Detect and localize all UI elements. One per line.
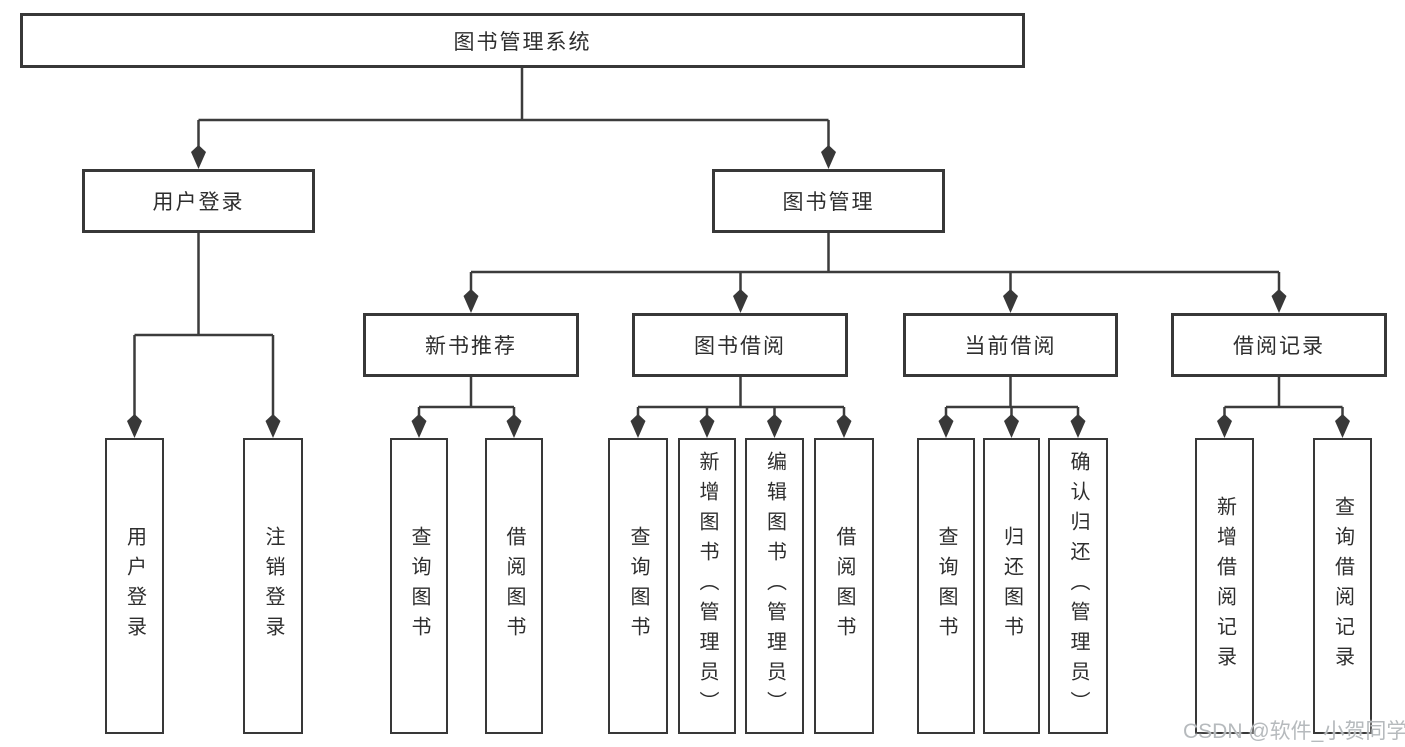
leaf-label: 查询图书 bbox=[935, 526, 957, 646]
leaf-query-borrow-record: 查询借阅记录 bbox=[1313, 438, 1372, 734]
leaf-label: 新增图书（管理员） bbox=[696, 451, 718, 721]
leaf-label: 确认归还（管理员） bbox=[1067, 451, 1089, 721]
leaf-query-books-current: 查询图书 bbox=[917, 438, 975, 734]
node-label: 用户登录 bbox=[152, 191, 245, 214]
node-label: 图书管理系统 bbox=[453, 30, 592, 54]
leaf-logout: 注销登录 bbox=[243, 438, 303, 734]
leaf-label: 用户登录 bbox=[123, 526, 146, 646]
node-library-management-system: 图书管理系统 bbox=[20, 13, 1025, 68]
leaf-edit-books-admin: 编辑图书（管理员） bbox=[745, 438, 804, 734]
node-book-management: 图书管理 bbox=[712, 169, 945, 233]
leaf-label: 新增借阅记录 bbox=[1213, 496, 1236, 676]
leaf-label: 查询图书 bbox=[627, 526, 649, 646]
leaf-query-books-borrow: 查询图书 bbox=[608, 438, 668, 734]
leaf-label: 查询图书 bbox=[408, 526, 430, 646]
node-label: 新书推荐 bbox=[425, 335, 517, 358]
leaf-borrow-books-recommend: 借阅图书 bbox=[485, 438, 543, 734]
leaf-add-books-admin: 新增图书（管理员） bbox=[678, 438, 736, 734]
node-current-borrowing: 当前借阅 bbox=[903, 313, 1118, 377]
watermark: CSDN @软件_小贺同学 bbox=[1183, 720, 1405, 743]
leaf-label: 借阅图书 bbox=[503, 526, 525, 646]
node-book-borrowing: 图书借阅 bbox=[632, 313, 848, 377]
node-borrowing-records: 借阅记录 bbox=[1171, 313, 1387, 377]
leaf-return-books: 归还图书 bbox=[983, 438, 1040, 734]
leaf-user-login: 用户登录 bbox=[105, 438, 164, 734]
node-user-login: 用户登录 bbox=[82, 169, 315, 233]
node-label: 图书管理 bbox=[782, 191, 875, 214]
leaf-label: 查询借阅记录 bbox=[1331, 496, 1354, 676]
leaf-borrow-books: 借阅图书 bbox=[814, 438, 874, 734]
node-new-book-recommendation: 新书推荐 bbox=[363, 313, 579, 377]
node-label: 借阅记录 bbox=[1233, 335, 1325, 358]
leaf-label: 归还图书 bbox=[1000, 526, 1023, 646]
node-label: 当前借阅 bbox=[964, 335, 1057, 358]
leaf-confirm-return-admin: 确认归还（管理员） bbox=[1048, 438, 1108, 734]
leaf-label: 编辑图书（管理员） bbox=[763, 451, 786, 721]
leaf-label: 注销登录 bbox=[262, 526, 284, 646]
leaf-label: 借阅图书 bbox=[833, 526, 855, 646]
node-label: 图书借阅 bbox=[694, 335, 786, 358]
leaf-add-borrow-record: 新增借阅记录 bbox=[1195, 438, 1254, 734]
leaf-query-books-recommend: 查询图书 bbox=[390, 438, 448, 734]
